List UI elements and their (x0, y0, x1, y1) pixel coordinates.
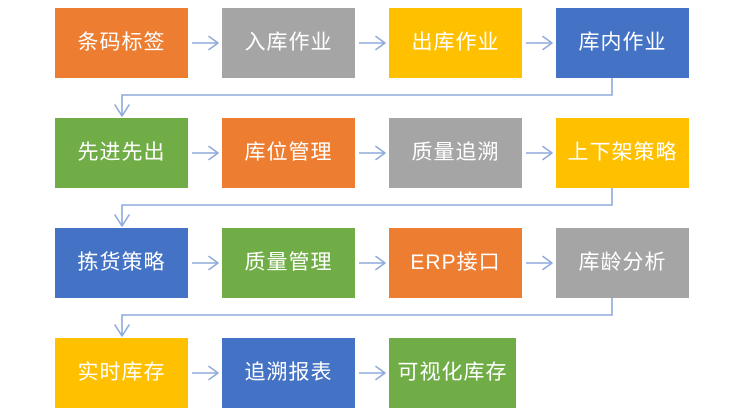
process-box-label: 追溯报表 (244, 361, 333, 384)
process-box-r2c4[interactable]: 上下架策略 (556, 118, 689, 188)
process-box-r1c4[interactable]: 库内作业 (556, 8, 689, 78)
process-box-r2c2[interactable]: 库位管理 (222, 118, 355, 188)
process-box-r3c3[interactable]: ERP接口 (389, 228, 522, 298)
arrow-group (192, 35, 553, 381)
process-box-r2c3[interactable]: 质量追溯 (389, 118, 522, 188)
process-box-label: 可视化库存 (397, 361, 508, 384)
flow-arrow-right-icon (359, 255, 386, 271)
process-box-r1c2[interactable]: 入库作业 (222, 8, 355, 78)
process-box-label: 条码标签 (77, 31, 166, 54)
flow-arrow-right-icon (192, 365, 219, 381)
flow-arrow-right-icon (526, 35, 553, 51)
flow-arrow-right-icon (359, 145, 386, 161)
process-box-label: 上下架策略 (567, 141, 678, 164)
process-box-label: 拣货策略 (77, 251, 166, 274)
process-box-r4c2[interactable]: 追溯报表 (222, 338, 355, 408)
process-box-r2c1[interactable]: 先进先出 (55, 118, 188, 188)
process-box-label: 实时库存 (77, 361, 166, 384)
process-box-r3c2[interactable]: 质量管理 (222, 228, 355, 298)
flow-arrow-right-icon (192, 145, 219, 161)
process-box-label: 入库作业 (244, 31, 333, 54)
flow-arrow-right-icon (359, 365, 386, 381)
process-box-label: 出库作业 (411, 31, 500, 54)
flow-arrow-right-icon (359, 35, 386, 51)
row-wrap-connector (114, 78, 613, 117)
process-box-r1c3[interactable]: 出库作业 (389, 8, 522, 78)
row-wrap-connector (114, 188, 613, 227)
process-box-r1c1[interactable]: 条码标签 (55, 8, 188, 78)
process-box-label: 库位管理 (244, 141, 333, 164)
flow-arrow-right-icon (192, 35, 219, 51)
process-box-label: 库内作业 (578, 31, 667, 54)
process-box-r3c1[interactable]: 拣货策略 (55, 228, 188, 298)
row-wrap-connector (114, 298, 613, 337)
process-box-label: 质量管理 (244, 251, 333, 274)
process-box-label: 先进先出 (77, 141, 166, 164)
process-box-r3c4[interactable]: 库龄分析 (556, 228, 689, 298)
flow-arrow-right-icon (526, 255, 553, 271)
process-box-r4c3[interactable]: 可视化库存 (389, 338, 516, 408)
process-box-r4c1[interactable]: 实时库存 (55, 338, 188, 408)
process-box-label: 库龄分析 (578, 251, 667, 274)
flow-arrow-right-icon (526, 145, 553, 161)
flow-arrow-right-icon (192, 255, 219, 271)
process-box-label: ERP接口 (410, 251, 501, 274)
process-box-label: 质量追溯 (411, 141, 500, 164)
row-connector-group (114, 78, 613, 337)
